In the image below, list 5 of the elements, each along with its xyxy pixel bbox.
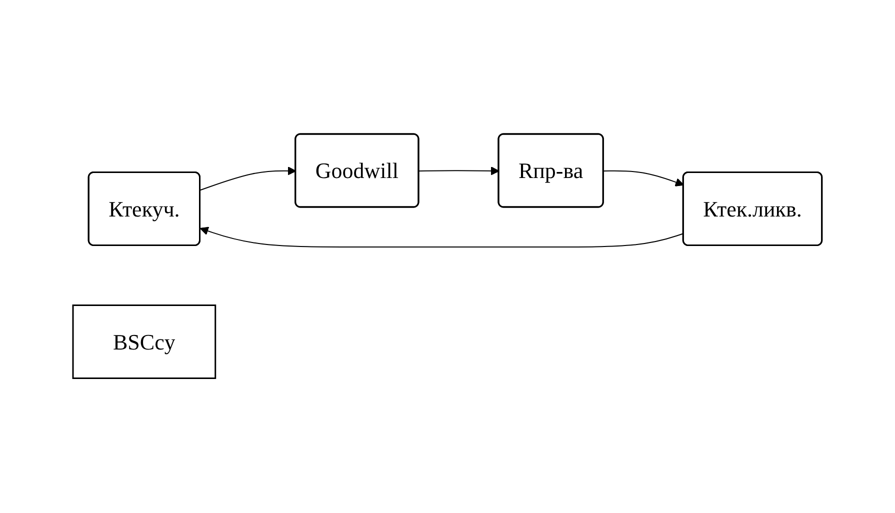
arrow (603, 170, 684, 187)
arrow (200, 166, 296, 191)
arrow (200, 227, 684, 248)
arrow (418, 166, 500, 176)
node-box: BSCcy (72, 304, 216, 380)
